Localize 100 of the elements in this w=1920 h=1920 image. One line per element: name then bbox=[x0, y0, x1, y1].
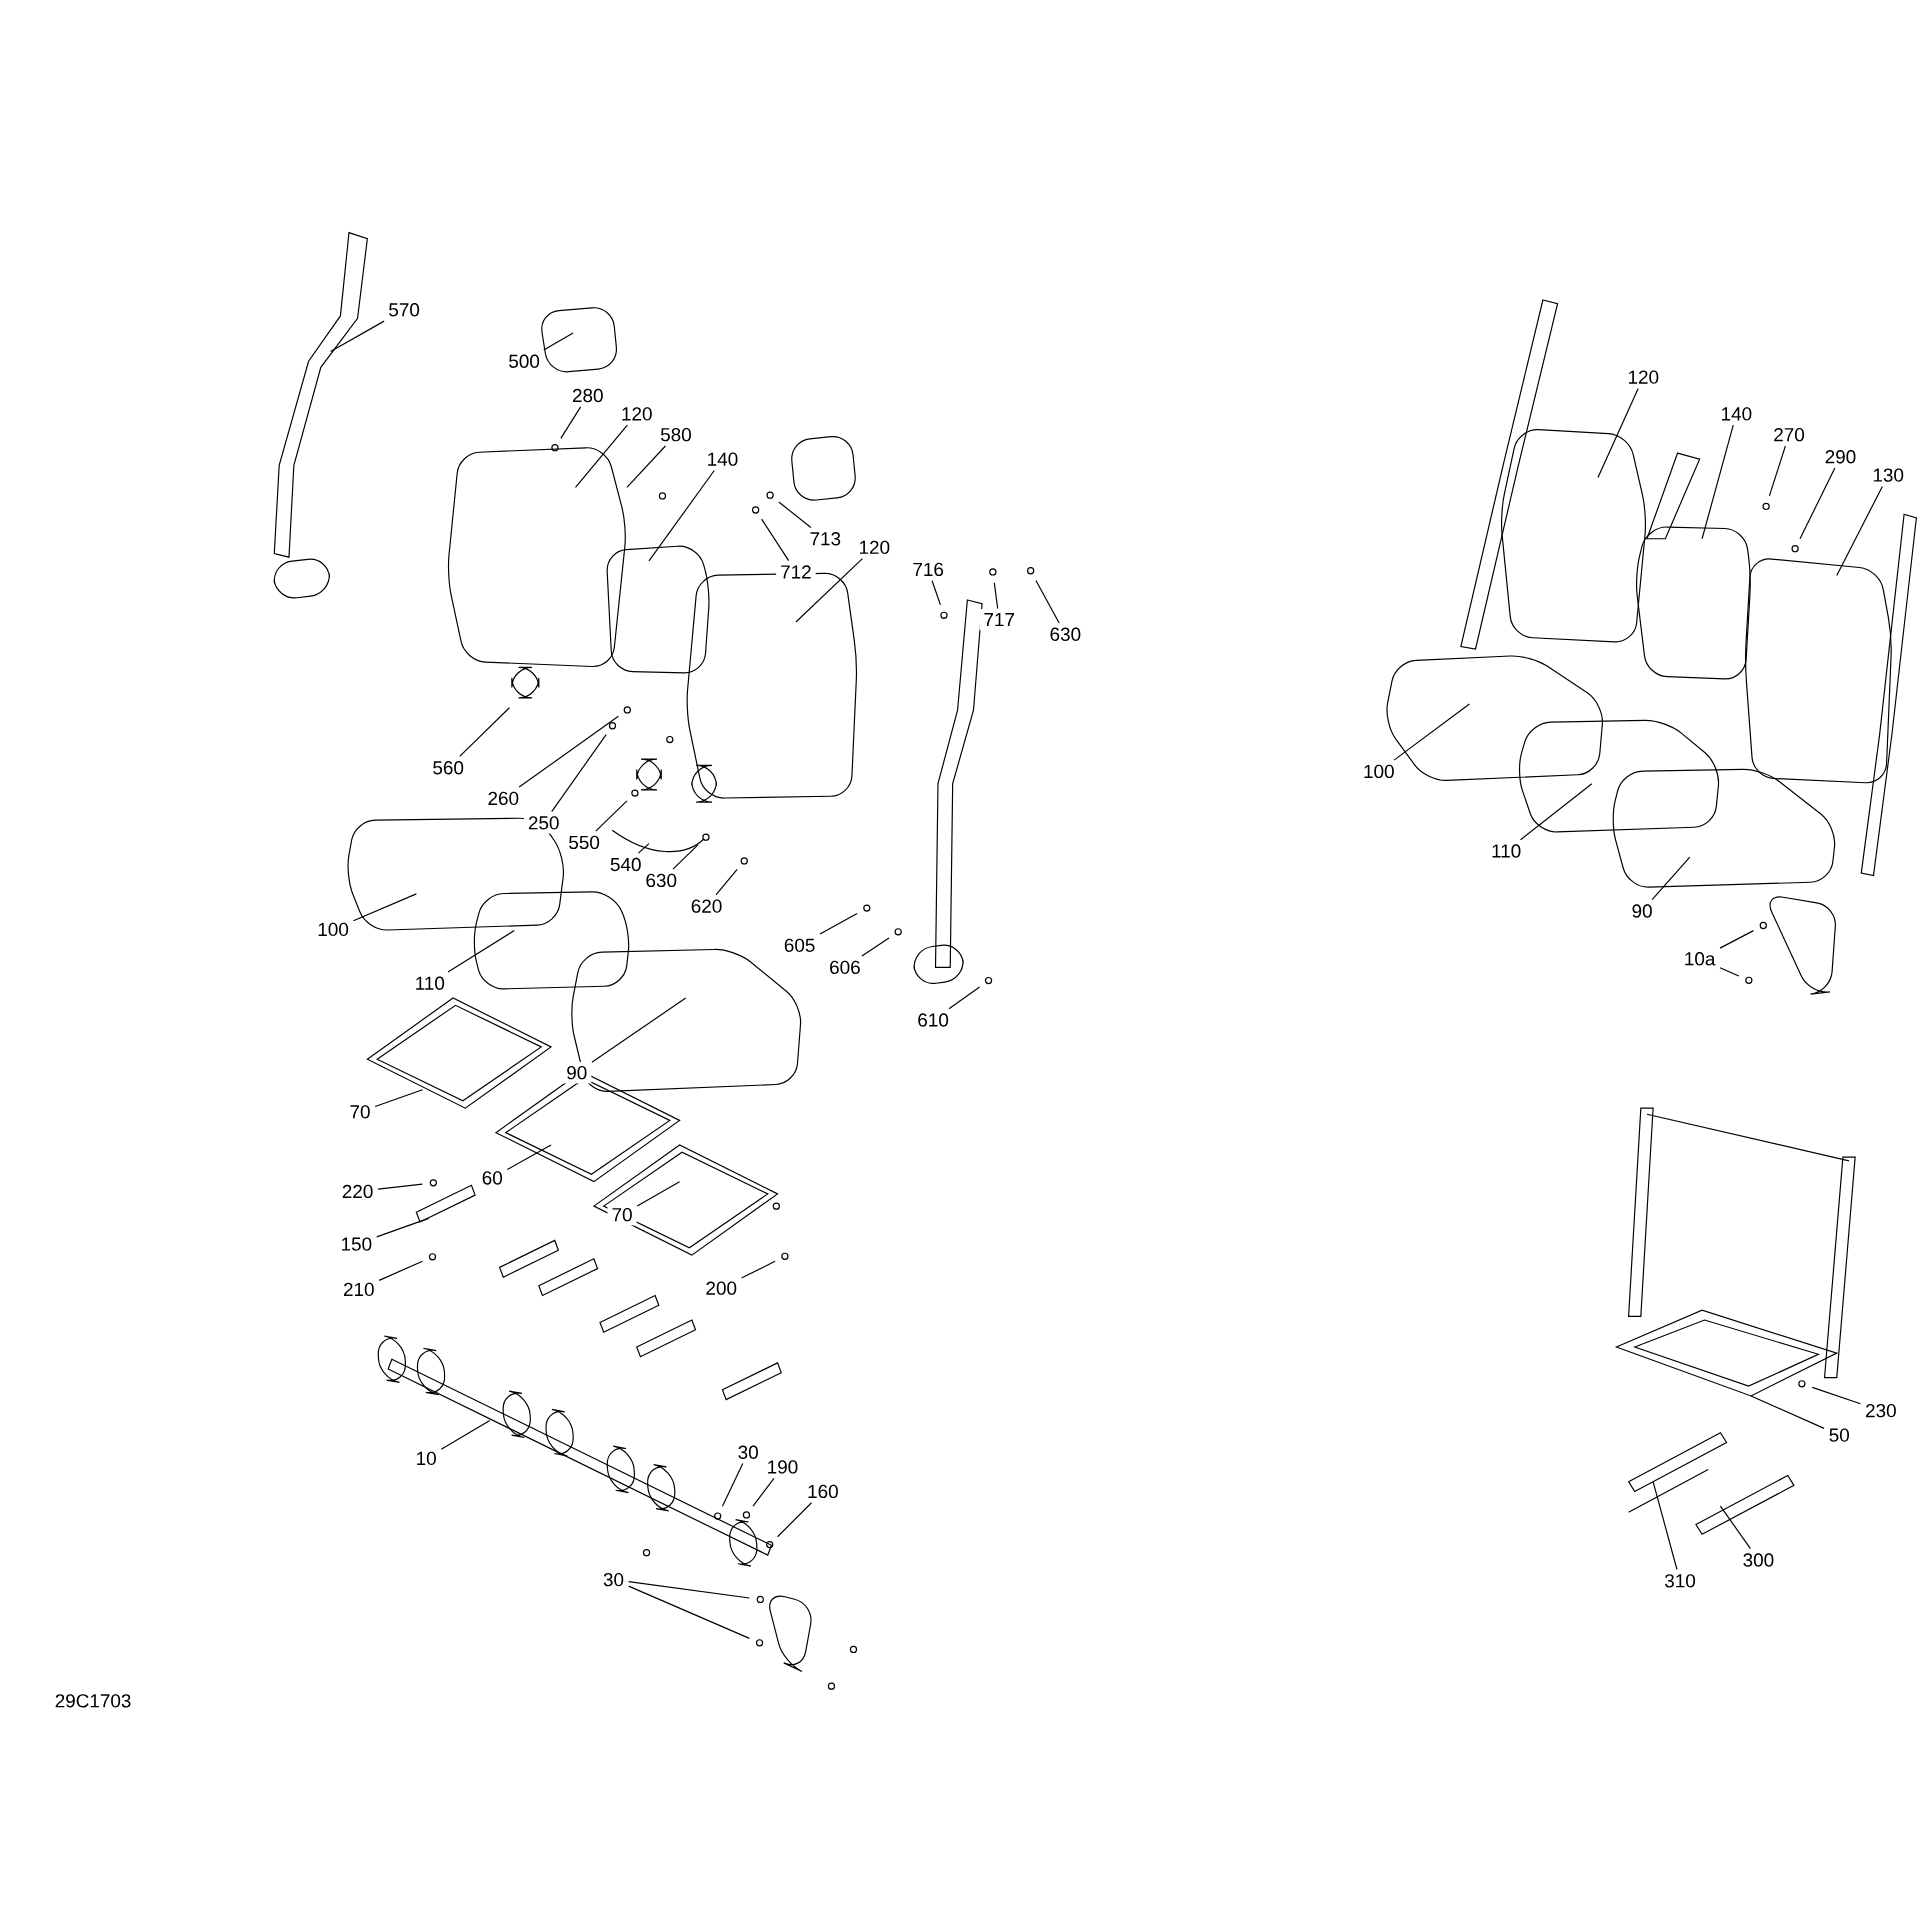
leader-line bbox=[1768, 445, 1786, 497]
callout-number: 10 bbox=[411, 1447, 441, 1470]
leader-line bbox=[574, 424, 628, 488]
callout-number: 200 bbox=[701, 1277, 742, 1299]
callout-number: 30 bbox=[733, 1441, 763, 1463]
leader-line bbox=[560, 406, 582, 439]
leader-line bbox=[628, 1581, 750, 1599]
callout-number: 630 bbox=[1045, 623, 1086, 645]
leader-line bbox=[1719, 967, 1740, 977]
leader-line bbox=[948, 986, 981, 1010]
callout-number: 290 bbox=[1820, 446, 1861, 468]
callout-number: 713 bbox=[805, 528, 846, 550]
leader-line bbox=[376, 1217, 430, 1238]
leader-line bbox=[459, 707, 510, 757]
callout-number: 300 bbox=[1738, 1549, 1779, 1571]
leader-line bbox=[506, 1144, 552, 1171]
leader-line bbox=[777, 1502, 813, 1538]
leader-line bbox=[374, 1089, 424, 1108]
callout-number: 570 bbox=[384, 299, 424, 321]
leader-line bbox=[330, 320, 385, 352]
callout-number: 210 bbox=[338, 1278, 379, 1301]
callout-number: 160 bbox=[803, 1480, 843, 1503]
callout-number: 130 bbox=[1868, 464, 1908, 486]
leader-line bbox=[672, 844, 699, 870]
leader-line bbox=[993, 582, 999, 610]
leader-line bbox=[1836, 485, 1883, 577]
leader-line bbox=[761, 518, 790, 562]
callout-number: 120 bbox=[854, 536, 895, 559]
callout-number: 90 bbox=[1627, 900, 1657, 922]
callout-number: 30 bbox=[598, 1568, 629, 1591]
callout-number: 560 bbox=[428, 757, 468, 779]
leader-line bbox=[1701, 424, 1734, 540]
leader-line bbox=[931, 580, 941, 606]
drawing-number: 29C1703 bbox=[55, 1694, 131, 1708]
callout-number: 100 bbox=[1359, 760, 1399, 783]
callout-number: 90 bbox=[562, 1061, 592, 1084]
callout-number: 717 bbox=[979, 609, 1019, 631]
leader-line bbox=[752, 1477, 775, 1507]
callout-number: 70 bbox=[345, 1101, 375, 1123]
callout-number: 250 bbox=[523, 812, 564, 834]
leader-line bbox=[595, 800, 628, 832]
leader-line bbox=[352, 893, 417, 922]
callout-number: 716 bbox=[908, 558, 948, 581]
callout-number: 120 bbox=[1623, 366, 1664, 388]
leader-line bbox=[1652, 1481, 1678, 1571]
leader-line bbox=[741, 1260, 776, 1279]
callout-number: 605 bbox=[779, 934, 820, 957]
leader-line bbox=[1719, 930, 1755, 949]
callout-number: 50 bbox=[1824, 1424, 1854, 1446]
callout-number: 60 bbox=[477, 1167, 507, 1189]
callout-number: 140 bbox=[702, 448, 743, 470]
callout-number: 500 bbox=[504, 350, 544, 372]
callout-number: 280 bbox=[567, 384, 608, 407]
leader-line bbox=[715, 868, 738, 896]
leader-line bbox=[591, 997, 687, 1063]
callout-number: 70 bbox=[607, 1203, 637, 1226]
leader-line bbox=[636, 1181, 681, 1207]
leader-line bbox=[1393, 703, 1470, 761]
callout-number: 310 bbox=[1660, 1570, 1700, 1592]
leader-line bbox=[795, 558, 863, 623]
callout-number: 230 bbox=[1861, 1399, 1901, 1422]
leader-line bbox=[1719, 1505, 1751, 1550]
leader-line bbox=[721, 1463, 744, 1507]
leader-line bbox=[778, 501, 812, 529]
callout-number: 260 bbox=[483, 787, 524, 810]
callout-number: 10a bbox=[1679, 948, 1720, 970]
callout-number: 610 bbox=[913, 1009, 953, 1031]
callout-number: 190 bbox=[762, 1456, 803, 1478]
leader-line bbox=[1651, 856, 1691, 901]
leader-line bbox=[377, 1183, 424, 1190]
callout-number: 150 bbox=[336, 1233, 377, 1255]
leader-line bbox=[819, 912, 858, 935]
leader-line bbox=[551, 734, 607, 813]
leader-line bbox=[1750, 1395, 1825, 1429]
callout-number: 120 bbox=[616, 403, 657, 425]
callout-number: 270 bbox=[1769, 423, 1809, 446]
callout-number: 100 bbox=[313, 918, 353, 941]
leader-line bbox=[861, 937, 890, 957]
callout-number: 712 bbox=[776, 561, 816, 583]
leader-line bbox=[1811, 1386, 1862, 1405]
leader-line bbox=[1799, 467, 1836, 540]
leader-line bbox=[648, 469, 715, 562]
callout-number: 110 bbox=[410, 972, 449, 994]
leader-line bbox=[637, 843, 650, 854]
callout-number: 110 bbox=[1487, 840, 1526, 862]
leader-line bbox=[543, 332, 574, 351]
leader-line bbox=[378, 1260, 424, 1281]
leader-line bbox=[440, 1419, 491, 1450]
leader-line bbox=[1035, 579, 1060, 624]
leader-line bbox=[626, 445, 666, 488]
callout-number: 140 bbox=[1716, 403, 1757, 425]
callout-number: 220 bbox=[337, 1180, 378, 1203]
leader-line bbox=[518, 715, 619, 788]
leader-line bbox=[447, 930, 515, 973]
leader-line bbox=[628, 1585, 750, 1639]
leader-line bbox=[1597, 387, 1639, 479]
callout-number: 620 bbox=[686, 895, 727, 917]
callout-number: 606 bbox=[825, 956, 865, 979]
callout-number: 550 bbox=[564, 831, 604, 854]
callout-number: 580 bbox=[656, 423, 696, 446]
